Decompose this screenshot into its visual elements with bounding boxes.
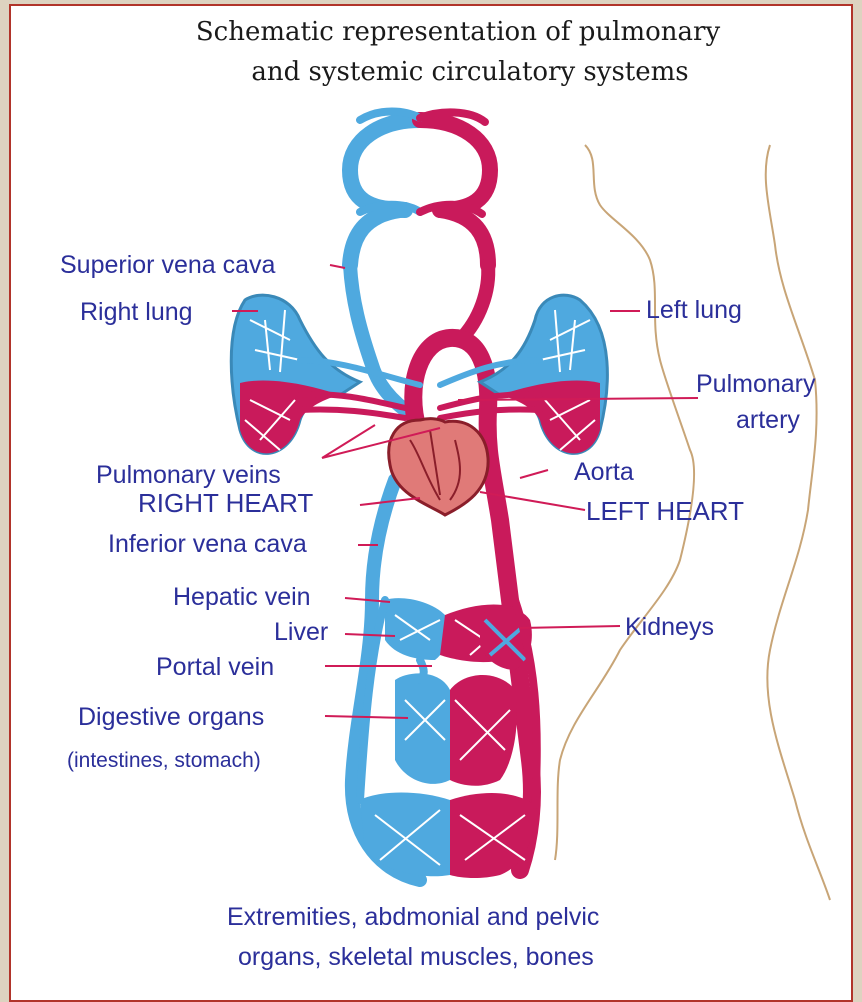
label-hepatic-vein: Hepatic vein (173, 583, 311, 611)
label-extremities-2: organs, skeletal muscles, bones (238, 943, 594, 971)
title-line-1: Schematic representation of pulmonary (196, 17, 721, 47)
label-portal-vein: Portal vein (156, 653, 274, 681)
right-lung-shape (231, 295, 360, 453)
label-pulmonary-artery-1: Pulmonary (696, 370, 816, 398)
label-digestive-organs: Digestive organs (78, 703, 264, 731)
digestive-organs-shape (395, 673, 517, 785)
label-left-lung: Left lung (646, 296, 742, 324)
label-kidneys: Kidneys (625, 613, 714, 641)
head-circulation (350, 112, 490, 266)
title-line-2: and systemic circulatory systems (251, 57, 688, 87)
label-inferior-vena-cava: Inferior vena cava (108, 530, 307, 558)
label-liver: Liver (274, 618, 328, 646)
label-right-heart: RIGHT HEART (138, 488, 313, 518)
label-pulmonary-artery-2: artery (736, 406, 800, 434)
left-lung-shape (480, 295, 607, 453)
label-pulmonary-veins: Pulmonary veins (96, 461, 281, 489)
extremities-shape (360, 793, 535, 879)
label-aorta: Aorta (574, 458, 634, 486)
label-digestive-organs-note: (intestines, stomach) (67, 749, 261, 772)
label-superior-vena-cava: Superior vena cava (60, 251, 276, 279)
label-right-lung: Right lung (80, 298, 193, 326)
label-extremities-1: Extremities, abdmonial and pelvic (227, 903, 599, 931)
label-left-heart: LEFT HEART (586, 496, 744, 526)
